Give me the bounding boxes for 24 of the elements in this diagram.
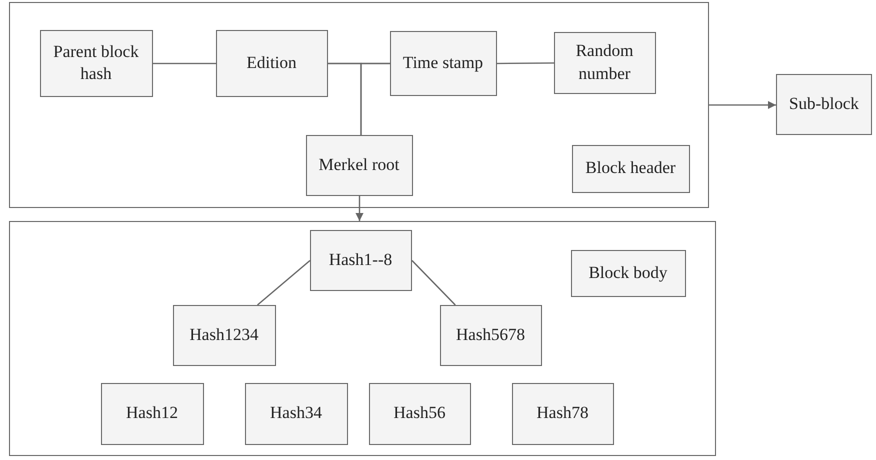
process-box: Hash1234 xyxy=(172,304,276,366)
process-box: Sub-block xyxy=(776,74,872,135)
process-box: Block body xyxy=(570,250,686,296)
process-box: Hash78 xyxy=(512,382,614,444)
process-box: Parent block hash xyxy=(40,30,152,96)
process-box: Hash56 xyxy=(368,382,470,444)
process-box: Block header xyxy=(572,144,690,192)
process-box: Time stamp xyxy=(390,30,496,96)
process-box: Edition xyxy=(216,30,328,96)
process-box: Hash12 xyxy=(100,382,204,444)
connector-line xyxy=(412,260,456,306)
arrow xyxy=(709,101,776,109)
group-frame xyxy=(9,2,709,208)
connector-line xyxy=(497,62,554,64)
process-box: Hash34 xyxy=(244,382,348,444)
process-box: Merkel root xyxy=(306,134,412,196)
connector-line xyxy=(257,260,310,306)
process-box: Random number xyxy=(554,32,656,94)
connector-line xyxy=(153,62,216,64)
group-frame xyxy=(9,221,716,456)
process-box: Hash1--8 xyxy=(310,230,412,290)
process-box: Hash5678 xyxy=(440,304,542,366)
connector-line xyxy=(360,62,390,135)
arrow xyxy=(356,196,364,221)
